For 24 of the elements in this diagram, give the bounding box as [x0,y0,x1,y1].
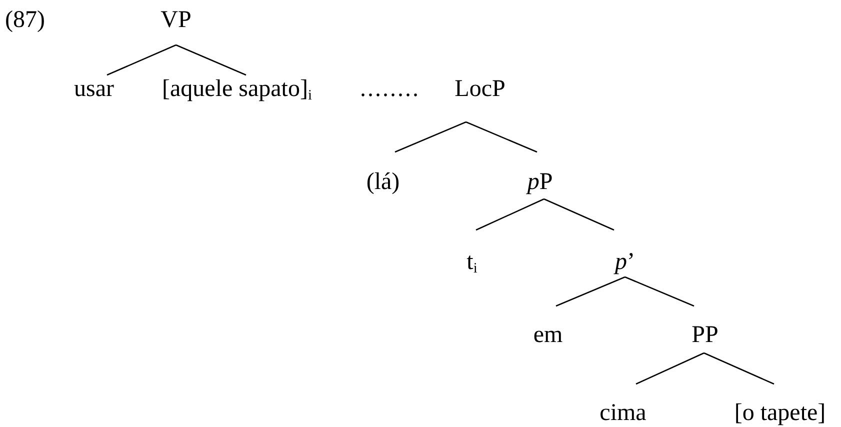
node-label: LocP [454,76,506,102]
tree-branch-line [636,352,704,385]
tree-branch-line [176,44,246,76]
tree-branch-line [624,276,694,307]
node-label: [aquele sapato]$_{i}$ [162,76,312,102]
node-label: VP [160,7,192,33]
node-label: em [533,322,563,348]
tree-branch-line [704,352,774,385]
node-label: (lá) [366,169,400,195]
node-label: usar [74,76,114,102]
tree-branch-line [544,198,614,231]
dotted-ellipsis: ........ [360,76,420,102]
node-label: pP [527,169,553,195]
tree-branch-line [556,276,626,307]
node-label: PP [692,322,718,348]
tree-branch-line [106,44,176,76]
node-label: [o tapete] [734,400,826,426]
node-label: p’ [615,249,635,275]
node-label: t$_{i}$ [466,249,478,275]
example-number: (87) [5,7,45,33]
tree-branch-line [476,198,544,231]
tree-branch-line [394,121,466,153]
node-label: cima [600,400,646,426]
tree-branch-line [466,121,538,153]
